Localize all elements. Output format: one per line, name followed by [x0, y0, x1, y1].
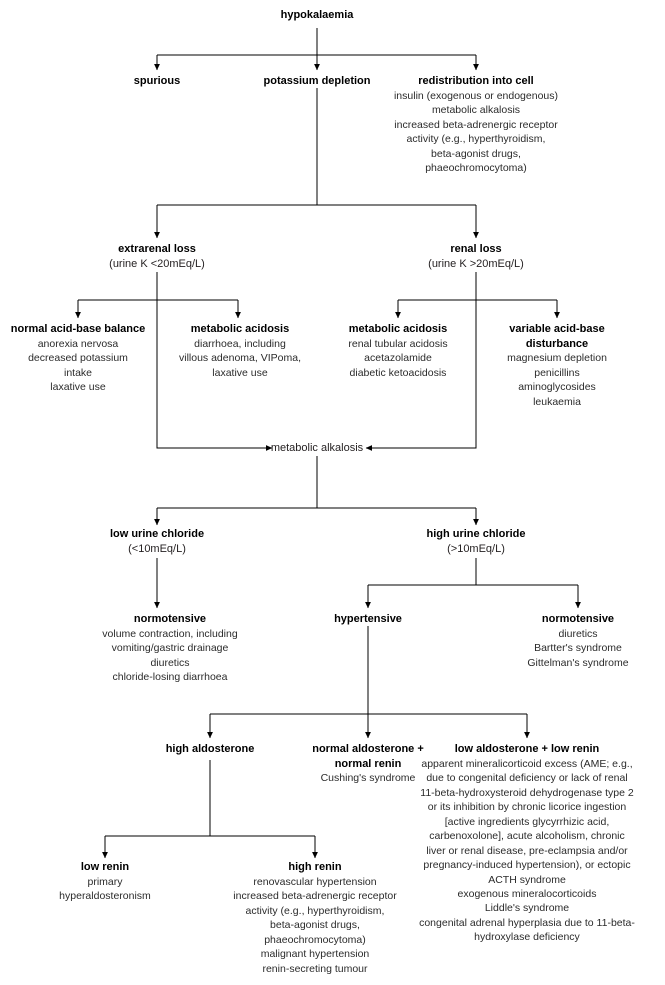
- node-normal-aldosterone-normal-renin-label: normal aldosterone + normal renin: [312, 743, 424, 770]
- node-extrarenal-loss[interactable]: extrarenal loss (urine K <20mEq/L): [67, 242, 247, 271]
- node-low-renin-details: primary hyperaldosteronism: [59, 875, 151, 903]
- node-renal-loss-label: renal loss: [450, 243, 502, 255]
- node-hypertensive-label: hypertensive: [334, 613, 402, 625]
- node-potassium-depletion[interactable]: potassium depletion: [222, 74, 412, 89]
- node-low-urine-chloride-label: low urine chloride: [109, 528, 205, 540]
- node-normotensive-high-chloride[interactable]: normotensive diuretics Bartter's syndrom…: [496, 612, 661, 670]
- node-variable-acid-base-disturbance-details: magnesium depletion penicillins aminogly…: [507, 352, 607, 408]
- node-normal-aldosterone-normal-renin[interactable]: normal aldosterone + normal renin Cushin…: [293, 742, 443, 786]
- node-redistribution-into-cell[interactable]: redistribution into cell insulin (exogen…: [356, 74, 596, 176]
- node-normotensive-low-chloride-label: normotensive: [133, 613, 207, 625]
- node-redistribution-into-cell-details: insulin (exogenous or endogenous) metabo…: [393, 89, 559, 175]
- node-high-renin-label: high renin: [288, 861, 342, 873]
- node-metabolic-acidosis-renal[interactable]: metabolic acidosis renal tubular acidosi…: [316, 322, 481, 380]
- node-hypertensive[interactable]: hypertensive: [298, 612, 438, 627]
- node-hypokalaemia-label: hypokalaemia: [280, 9, 354, 21]
- node-normotensive-low-chloride[interactable]: normotensive volume contraction, includi…: [63, 612, 278, 685]
- node-high-renin[interactable]: high renin renovascular hypertension inc…: [200, 860, 430, 976]
- node-low-urine-chloride[interactable]: low urine chloride (<10mEq/L): [62, 527, 252, 556]
- node-normal-acid-base-balance-label: normal acid-base balance: [10, 323, 146, 335]
- node-spurious[interactable]: spurious: [82, 74, 232, 89]
- node-normotensive-high-chloride-label: normotensive: [541, 613, 615, 625]
- node-metabolic-alkalosis-label: metabolic alkalosis: [270, 442, 364, 454]
- node-low-aldosterone-low-renin-label: low aldosterone + low renin: [454, 743, 600, 755]
- node-metabolic-acidosis-extrarenal[interactable]: metabolic acidosis diarrhoea, including …: [155, 322, 325, 380]
- node-low-renin-label: low renin: [80, 861, 130, 873]
- node-high-urine-chloride-sublabel: (>10mEq/L): [447, 542, 505, 555]
- node-normotensive-high-chloride-details: diuretics Bartter's syndrome Gittelman's…: [527, 627, 629, 669]
- node-extrarenal-loss-sublabel: (urine K <20mEq/L): [109, 257, 205, 270]
- node-high-urine-chloride-label: high urine chloride: [426, 528, 526, 540]
- node-low-aldosterone-low-renin-details: apparent mineralicorticoid excess (AME; …: [419, 757, 635, 944]
- node-metabolic-acidosis-extrarenal-details: diarrhoea, including villous adenoma, VI…: [179, 337, 301, 379]
- node-normal-acid-base-balance[interactable]: normal acid-base balance anorexia nervos…: [8, 322, 148, 395]
- node-high-urine-chloride[interactable]: high urine chloride (>10mEq/L): [381, 527, 571, 556]
- node-low-renin[interactable]: low renin primary hyperaldosteronism: [23, 860, 188, 904]
- node-normal-acid-base-balance-details: anorexia nervosa decreased potassium int…: [28, 337, 128, 394]
- node-renal-loss-sublabel: (urine K >20mEq/L): [428, 257, 524, 270]
- node-metabolic-acidosis-renal-label: metabolic acidosis: [348, 323, 448, 335]
- node-metabolic-alkalosis[interactable]: metabolic alkalosis: [247, 441, 387, 456]
- node-metabolic-acidosis-renal-details: renal tubular acidosis acetazolamide dia…: [348, 337, 448, 379]
- node-spurious-label: spurious: [133, 75, 181, 87]
- node-normotensive-low-chloride-details: volume contraction, including vomiting/g…: [102, 627, 238, 684]
- node-high-aldosterone-label: high aldosterone: [165, 743, 255, 755]
- node-low-urine-chloride-sublabel: (<10mEq/L): [128, 542, 186, 555]
- node-high-renin-details: renovascular hypertension increased beta…: [233, 875, 397, 975]
- node-extrarenal-loss-label: extrarenal loss: [118, 243, 196, 255]
- node-variable-acid-base-disturbance[interactable]: variable acid-base disturbance magnesium…: [482, 322, 632, 409]
- node-hypokalaemia[interactable]: hypokalaemia: [207, 8, 427, 23]
- node-renal-loss[interactable]: renal loss (urine K >20mEq/L): [386, 242, 566, 271]
- node-normal-aldosterone-normal-renin-details: Cushing's syndrome: [320, 772, 416, 785]
- node-redistribution-into-cell-label: redistribution into cell: [418, 75, 534, 87]
- node-low-aldosterone-low-renin[interactable]: low aldosterone + low renin apparent min…: [419, 742, 635, 945]
- node-metabolic-acidosis-extrarenal-label: metabolic acidosis: [190, 323, 290, 335]
- node-potassium-depletion-label: potassium depletion: [263, 75, 371, 87]
- node-variable-acid-base-disturbance-label: variable acid-base disturbance: [509, 323, 605, 350]
- node-high-aldosterone[interactable]: high aldosterone: [130, 742, 290, 757]
